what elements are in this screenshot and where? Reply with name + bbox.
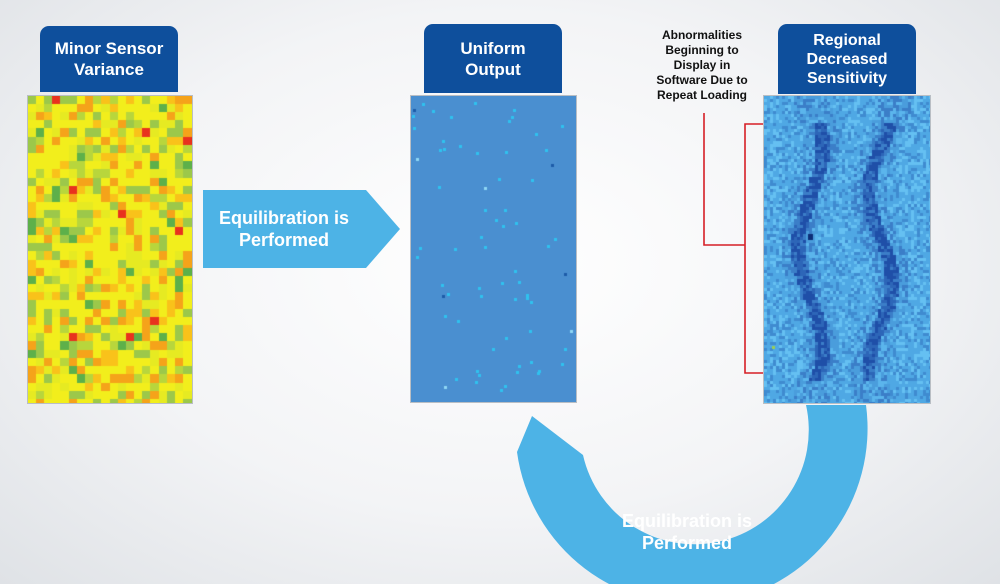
heatmap-sensitivity-canvas xyxy=(764,96,930,403)
tab-title-line: Uniform xyxy=(460,38,526,58)
tab-title-line: Sensitivity xyxy=(806,69,888,87)
arrow-label-top: Equilibration is Performed xyxy=(204,207,364,251)
annotation-line: Beginning to xyxy=(665,43,739,57)
annotation-line: Repeat Loading xyxy=(656,88,747,102)
arrow-label-bottom: Equilibration is Performed xyxy=(607,510,767,554)
sensor-map-minor-variance xyxy=(27,95,193,404)
tab-title-line: Minor Sensor xyxy=(54,39,164,58)
heatmap-variance-canvas xyxy=(28,96,192,403)
tab-regional-decreased-sensitivity: Regional Decreased Sensitivity xyxy=(778,24,916,94)
equilibration-arrow-top xyxy=(203,190,400,268)
annotation-line: Display in xyxy=(673,58,731,72)
tab-title-line: Output xyxy=(465,59,521,79)
tab-title-line: Variance xyxy=(74,60,144,79)
arrow-label-line: Equilibration is xyxy=(218,208,349,228)
arrow-label-line: Performed xyxy=(238,230,330,250)
tab-title-line: Regional xyxy=(813,31,881,49)
sensor-map-decreased-sensitivity xyxy=(763,95,931,404)
sensor-map-uniform xyxy=(410,95,577,403)
equilibration-arrow-curved xyxy=(517,405,868,584)
annotation-line: Abnormalities xyxy=(661,28,742,42)
heatmap-uniform-canvas xyxy=(411,96,576,402)
annotation-abnormalities: Abnormalities Beginning to Display in So… xyxy=(641,28,763,103)
tab-uniform-output: Uniform Output xyxy=(424,24,562,93)
callout-line xyxy=(703,113,745,246)
tab-title-line: Decreased xyxy=(806,50,888,68)
arrow-label-line: Equilibration is xyxy=(621,511,752,531)
annotation-line: Software Due to xyxy=(656,73,748,87)
tab-minor-sensor-variance: Minor Sensor Variance xyxy=(40,26,178,92)
arrow-label-line: Performed xyxy=(641,533,733,553)
